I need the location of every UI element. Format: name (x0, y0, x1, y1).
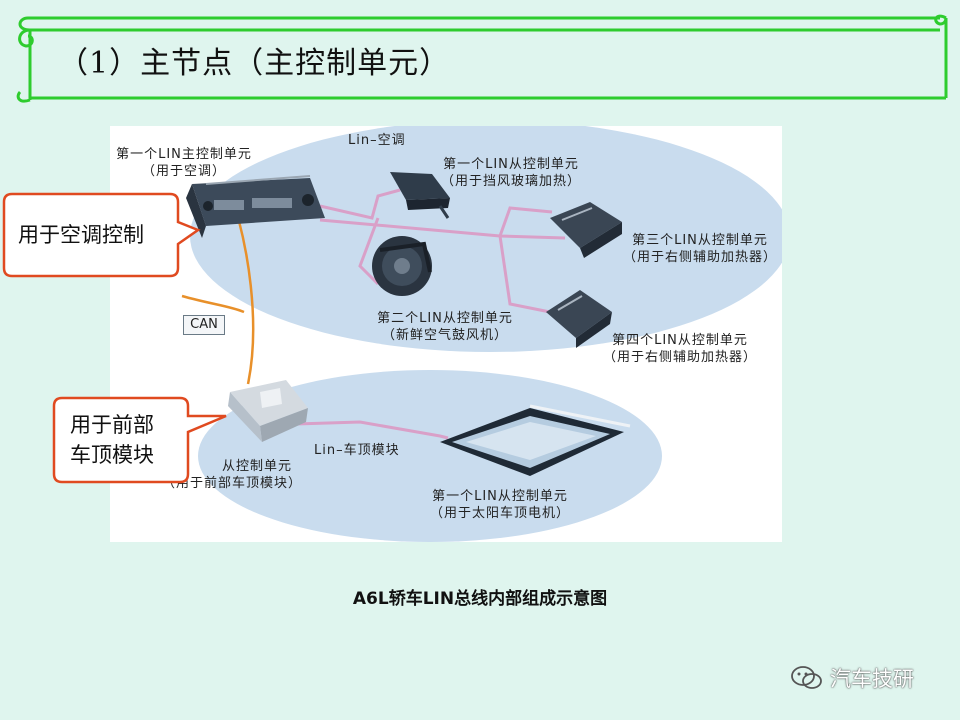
ac-lin-network-ellipse (190, 126, 782, 352)
label-lin-roof-bus: Lin–车顶模块 (314, 443, 400, 458)
lin-roof-wire (295, 420, 449, 440)
label-slave-sunroof: 第一个LIN从控制单元 （用于太阳车顶电机） (429, 489, 570, 521)
label-lin-ac-bus: Lin–空调 (348, 133, 406, 148)
roof-master-module-image (228, 380, 308, 442)
diagram-caption: A6L轿车LIN总线内部组成示意图 (352, 589, 608, 609)
label-slave-right-heater-3: 第三个LIN从控制单元 （用于右侧辅助加热器） (622, 233, 777, 265)
right-heater-3-image (550, 202, 622, 258)
ac-master-unit-image (186, 175, 325, 238)
title-banner (16, 14, 948, 103)
blower-fan-image (372, 236, 432, 296)
label-slave-fan: 第二个LIN从控制单元 （新鲜空气鼓风机） (377, 311, 513, 343)
callout-ac-control: 用于空调控制 (18, 223, 144, 247)
watermark: 汽车技研 (790, 664, 914, 692)
sunroof-panel-image (440, 404, 631, 476)
callout-ac-bubble (2, 192, 201, 278)
watermark-text: 汽车技研 (830, 667, 914, 691)
windshield-heater-unit-image (390, 172, 450, 219)
lin-bus-diagram: 第一个LIN主控制单元 （用于空调） Lin–空调 第一个LIN从控制单元 （用… (110, 126, 782, 542)
lin-ac-wires (319, 188, 566, 314)
page-title: （1）主节点（主控制单元） (58, 46, 451, 81)
label-slave-right-heater-4: 第四个LIN从控制单元 （用于右侧辅助加热器） (602, 333, 757, 365)
label-master-ac: 第一个LIN主控制单元 （用于空调） (116, 147, 252, 179)
callout-roof-bubble (52, 396, 227, 484)
right-heater-4-image (546, 290, 612, 348)
diagram-graphics (181, 126, 782, 542)
wechat-icon (791, 666, 822, 689)
can-bus-label: CAN (183, 315, 225, 335)
label-slave-windshield: 第一个LIN从控制单元 （用于挡风玻璃加热） (440, 157, 581, 189)
label-master-roof: 从控制单元 （用于前部车顶模块） (162, 459, 303, 491)
callout-roof-module: 用于前部 车顶模块 (70, 413, 154, 467)
